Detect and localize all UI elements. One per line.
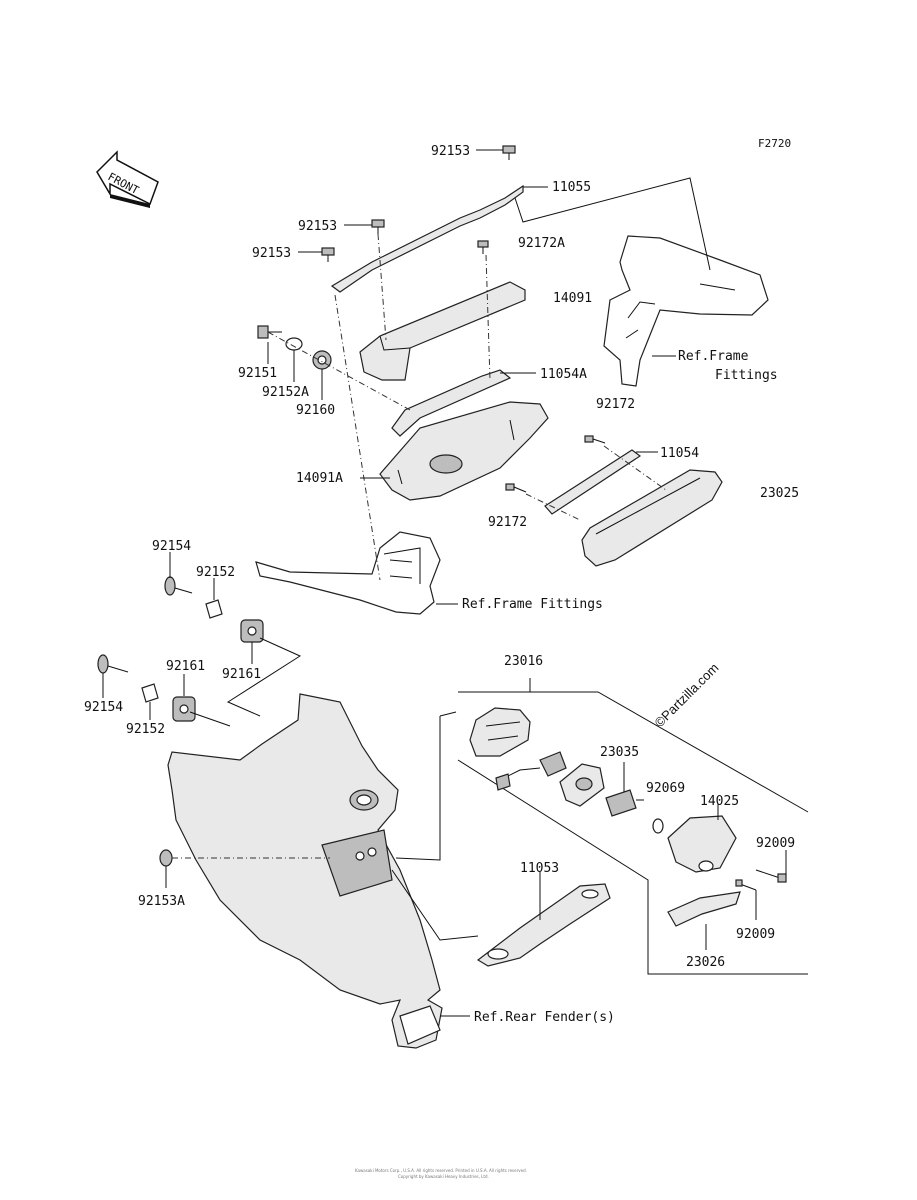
- label-11055: 11055: [552, 180, 591, 195]
- collar-92152-a[interactable]: [205, 599, 223, 619]
- label-92160: 92160: [296, 403, 335, 418]
- watermark: ©Partzilla.com: [652, 660, 722, 730]
- damper-92160[interactable]: [312, 350, 332, 370]
- label-23025: 23025: [760, 486, 799, 501]
- label-11053: 11053: [520, 861, 559, 876]
- label-ref-rear-fender: Ref.Rear Fender(s): [474, 1010, 615, 1025]
- part-23035-socket[interactable]: [559, 763, 605, 807]
- part-23025-taillight[interactable]: [581, 469, 723, 567]
- bolt-92154-b[interactable]: [97, 654, 129, 674]
- ref-frame-fittings-left: [255, 531, 441, 615]
- label-11054A: 11054A: [540, 367, 587, 382]
- part-14091A-cover[interactable]: [379, 401, 549, 501]
- damper-92161-a[interactable]: [240, 619, 264, 643]
- part-11054A-bracket[interactable]: [391, 369, 512, 437]
- socket-cable[interactable]: [495, 751, 567, 791]
- screw-92172-a[interactable]: [584, 435, 606, 444]
- screw-92172-b[interactable]: [505, 483, 527, 493]
- label-ref-frame-2: Ref.Frame Fittings: [462, 597, 603, 612]
- part-11054-plate[interactable]: [544, 449, 642, 515]
- front-arrow-icon: FRONT: [96, 150, 159, 208]
- label-92172-b: 92172: [488, 515, 527, 530]
- label-92069: 92069: [646, 781, 685, 796]
- screw-92153-a[interactable]: [371, 219, 385, 234]
- label-23016: 23016: [504, 654, 543, 669]
- label-14025: 14025: [700, 794, 739, 809]
- label-92009-a: 92009: [756, 836, 795, 851]
- label-23035: 23035: [600, 745, 639, 760]
- figure-code: F2720: [758, 137, 791, 150]
- label-92152-b: 92152: [126, 722, 165, 737]
- label-14091A: 14091A: [296, 471, 343, 486]
- label-ref-frame-1b: Fittings: [715, 368, 778, 383]
- label-ref-frame-1: Ref.Frame: [678, 349, 749, 364]
- bolt-92153A[interactable]: [159, 849, 330, 867]
- footer-line-1: Kawasaki Motors Corp., U.S.A. All rights…: [355, 1168, 527, 1173]
- collar-92152A[interactable]: [285, 337, 303, 351]
- label-92161-b: 92161: [166, 659, 205, 674]
- label-92152A: 92152A: [262, 385, 309, 400]
- label-23026: 23026: [686, 955, 725, 970]
- screw-92153-b[interactable]: [321, 247, 335, 262]
- part-11055-bracket[interactable]: [330, 184, 524, 293]
- label-11054: 11054: [660, 446, 699, 461]
- part-23016-housing[interactable]: [469, 707, 531, 757]
- label-92154-a: 92154: [152, 539, 191, 554]
- label-92153-top: 92153: [431, 144, 470, 159]
- label-92154-b: 92154: [84, 700, 123, 715]
- ref-frame-fittings-right: [603, 235, 769, 387]
- label-92161-a: 92161: [222, 667, 261, 682]
- footer-line-2: Copyright by Kawasaki Heavy Industries, …: [398, 1174, 489, 1179]
- label-92153-b: 92153: [252, 246, 291, 261]
- label-92172A: 92172A: [518, 236, 565, 251]
- collar-92152-b[interactable]: [141, 683, 159, 703]
- ref-rear-fender: [167, 693, 443, 1049]
- label-92153A: 92153A: [138, 894, 185, 909]
- part-23026-cover[interactable]: [667, 891, 741, 927]
- damper-92161-b[interactable]: [172, 696, 196, 722]
- license-bracket-area: [321, 829, 393, 897]
- bulb[interactable]: [652, 818, 664, 834]
- label-92172-a: 92172: [596, 397, 635, 412]
- screw-92172A[interactable]: [477, 240, 489, 254]
- part-14091-cover[interactable]: [359, 281, 526, 381]
- part-92069-connector[interactable]: [605, 789, 637, 817]
- part-14025-lens[interactable]: [667, 815, 737, 873]
- label-92009-b: 92009: [736, 927, 775, 942]
- screw-92009-b[interactable]: [735, 879, 757, 891]
- label-92153-a: 92153: [298, 219, 337, 234]
- screw-92009-a[interactable]: [755, 869, 787, 883]
- screw-92153-top[interactable]: [502, 145, 516, 160]
- label-14091: 14091: [553, 291, 592, 306]
- bolt-92154-a[interactable]: [164, 576, 193, 596]
- part-11053-bracket[interactable]: [476, 883, 611, 967]
- label-92152-a: 92152: [196, 565, 235, 580]
- label-92151: 92151: [238, 366, 277, 381]
- bolt-92151[interactable]: [257, 325, 282, 339]
